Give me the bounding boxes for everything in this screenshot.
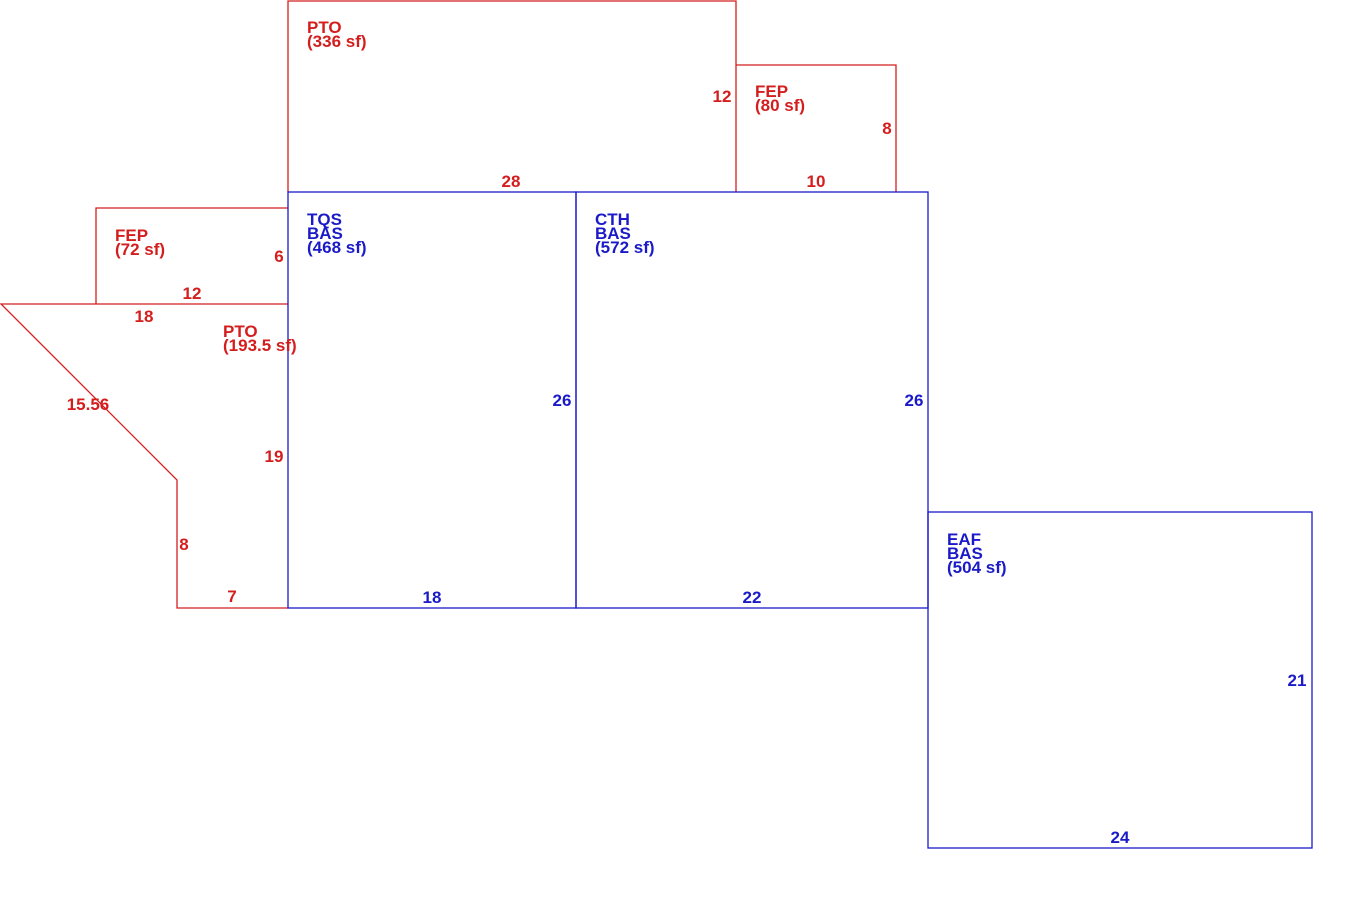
eaf-area: (504 sf): [947, 558, 1007, 577]
dim-pto-left-right: 19: [265, 447, 284, 466]
fep-left-code: FEP: [115, 226, 148, 245]
dim-tqs-bottom: 18: [423, 588, 442, 607]
fep-right-outline: [736, 64, 897, 192]
pto-top-area: (336 sf): [307, 32, 367, 51]
pto-left-code: PTO: [223, 322, 258, 341]
pto-top-code: PTO: [307, 18, 342, 37]
dim-pto-left-bottom: 7: [227, 587, 236, 606]
fep-left-outline: [95, 207, 288, 304]
eaf-type: BAS: [947, 544, 983, 563]
tqs-code: TQS: [307, 210, 342, 229]
cth-type: BAS: [595, 224, 631, 243]
dim-eaf-right: 21: [1288, 671, 1307, 690]
dim-pto-top-bottom: 28: [502, 172, 521, 191]
cth-outline: [575, 191, 929, 609]
tqs-area: (468 sf): [307, 238, 367, 257]
fep-left-area: (72 sf): [115, 240, 165, 259]
dim-cth-right: 26: [905, 391, 924, 410]
pto-top-outline: [287, 0, 737, 192]
tqs-type: BAS: [307, 224, 343, 243]
pto-left-area: (193.5 sf): [223, 336, 297, 355]
dim-pto-left-diag: 15.56: [67, 395, 110, 414]
dim-cth-bottom: 22: [743, 588, 762, 607]
dim-fep-left-side: 6: [274, 247, 283, 266]
dim-pto-left-top: 18: [135, 307, 154, 326]
dim-eaf-bottom: 24: [1111, 828, 1130, 847]
fep-right-code: FEP: [755, 82, 788, 101]
eaf-code: EAF: [947, 530, 981, 549]
dim-pto-left-side: 8: [179, 535, 188, 554]
cth-code: CTH: [595, 210, 630, 229]
dim-fep-left-bottom: 12: [183, 284, 202, 303]
pto-left-outline: [0, 303, 288, 609]
dim-tqs-right: 26: [553, 391, 572, 410]
cth-area: (572 sf): [595, 238, 655, 257]
dim-pto-top-right: 12: [713, 87, 732, 106]
eaf-outline: [927, 511, 1313, 849]
fep-right-area: (80 sf): [755, 96, 805, 115]
dim-fep-right-side: 8: [882, 119, 891, 138]
dim-fep-right-bottom: 10: [807, 172, 826, 191]
